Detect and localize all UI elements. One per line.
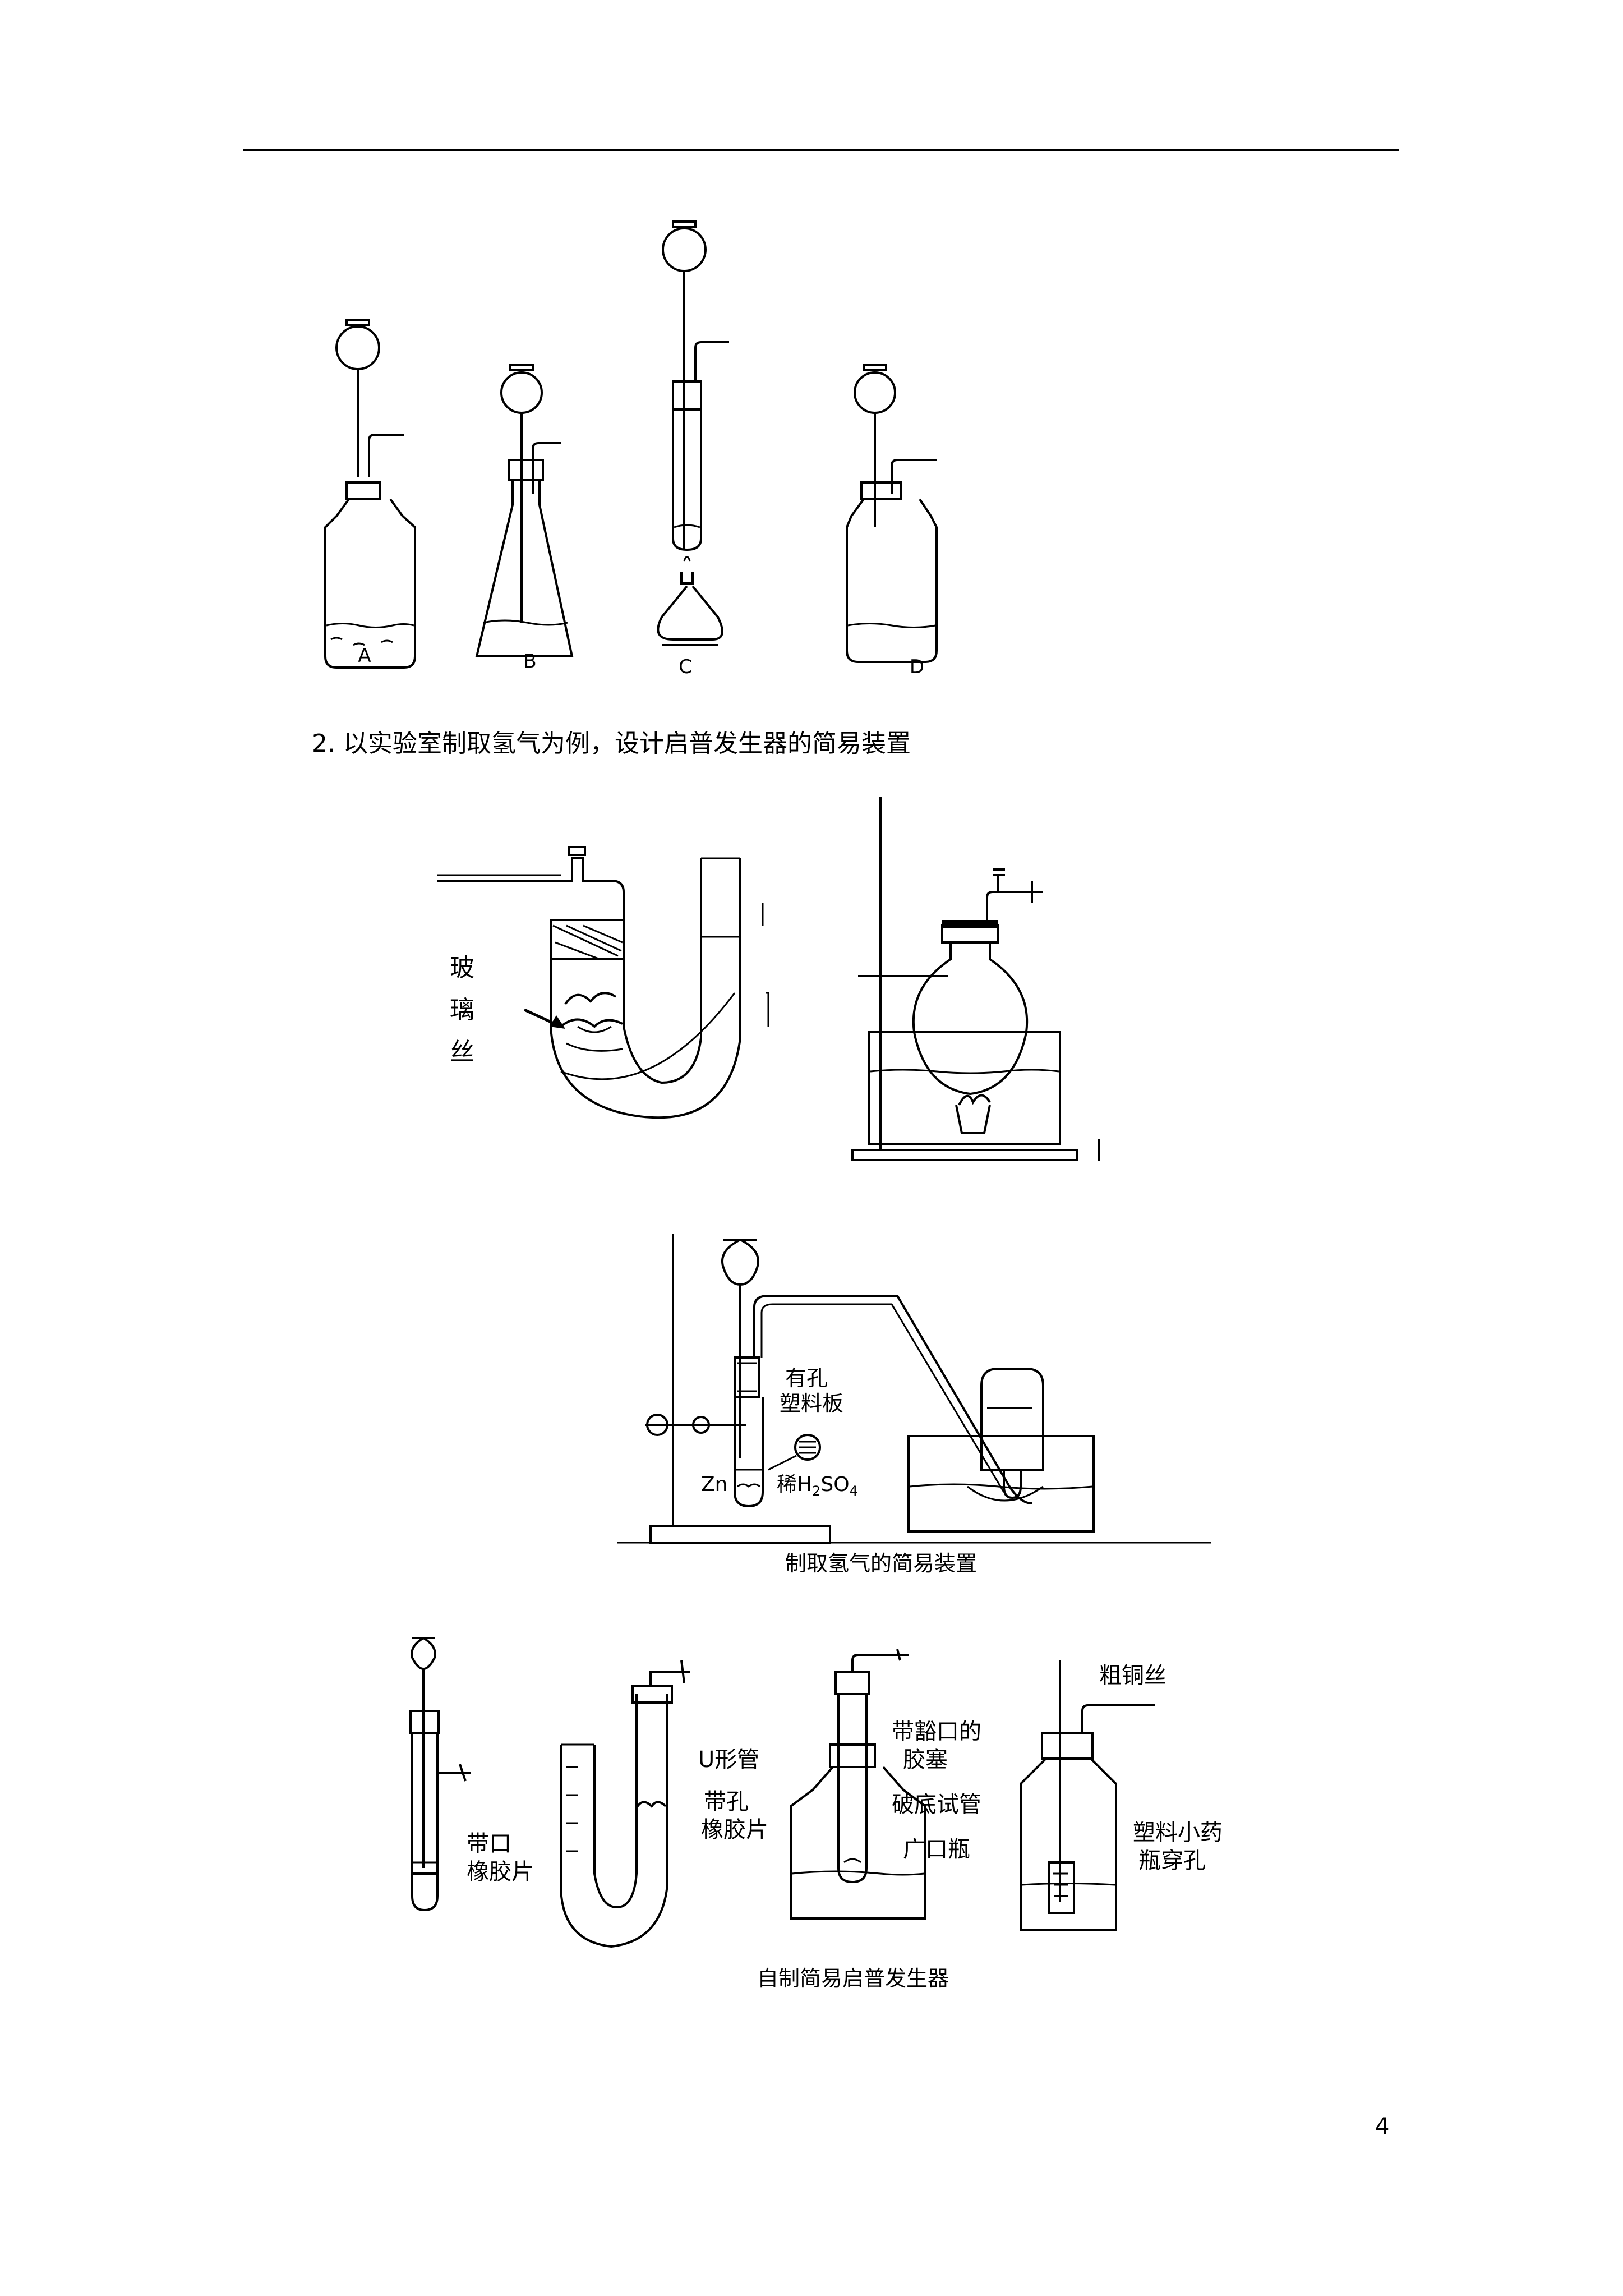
label-plate-2: 塑料板 [780, 1391, 843, 1416]
figure-simple-h2-apparatus: 有孔 塑料板 Zn 稀H2SO4 制取氢气的简易装置 [617, 1223, 1211, 1582]
label-vial-a: 塑料小药 [1133, 1820, 1223, 1846]
label-a: A [358, 645, 371, 667]
label-acid: 稀H2SO4 [777, 1473, 858, 1499]
label-glass-wool-2: 璃 [450, 996, 474, 1024]
label-b: B [523, 650, 536, 673]
apparatus-b [475, 364, 574, 657]
label-bottle-d: 广口瓶 [903, 1837, 970, 1862]
apparatus-c [657, 220, 729, 646]
page-number: 4 [1375, 2114, 1390, 2139]
label-wire: 粗铜丝 [1099, 1663, 1166, 1688]
figure-homemade-kipp: 带口 橡胶片 U形管 带孔 橡胶片 带豁口的 胶塞 破底试管 广口瓶 [387, 1604, 1262, 2008]
label-d: D [910, 656, 924, 678]
label-utube-a: U形管 [698, 1747, 759, 1773]
figure-u-tube-and-flask: 玻 璃 丝 [415, 791, 1155, 1195]
header-rule [243, 149, 1399, 151]
homemade-bottle-4 [1020, 1660, 1155, 1931]
label-tube1-a: 带口 [467, 1831, 511, 1857]
homemade-u-tube [560, 1660, 690, 1948]
apparatus-d [846, 364, 938, 663]
label-zn: Zn [701, 1473, 727, 1496]
question-text: 2. 以实验室制取氢气为例，设计启普发生器的简易装置 [312, 729, 911, 758]
apparatus-a [324, 319, 416, 669]
flask-in-water-apparatus [851, 797, 1100, 1161]
figure4-caption: 自制简易启普发生器 [757, 1966, 949, 1991]
label-c: C [679, 656, 692, 678]
label-bottle-b: 胶塞 [903, 1747, 948, 1773]
label-bottle-c: 破底试管 [892, 1792, 981, 1818]
label-glass-wool-3: 丝 [450, 1038, 474, 1066]
homemade-bottle-3 [790, 1649, 926, 1920]
label-utube-b: 带孔 [704, 1789, 749, 1815]
label-plate-1: 有孔 [785, 1366, 828, 1391]
label-vial-b: 瓶穿孔 [1138, 1848, 1206, 1874]
figure-gas-generators: A B C [303, 213, 1009, 696]
figure3-caption: 制取氢气的简易装置 [785, 1551, 977, 1576]
u-tube-apparatus [437, 846, 769, 1119]
label-glass-wool-1: 玻 [450, 954, 474, 982]
label-utube-c: 橡胶片 [701, 1817, 768, 1843]
label-tube1-b: 橡胶片 [467, 1859, 534, 1885]
label-bottle-a: 带豁口的 [892, 1719, 981, 1745]
homemade-tube-1 [409, 1637, 471, 1912]
